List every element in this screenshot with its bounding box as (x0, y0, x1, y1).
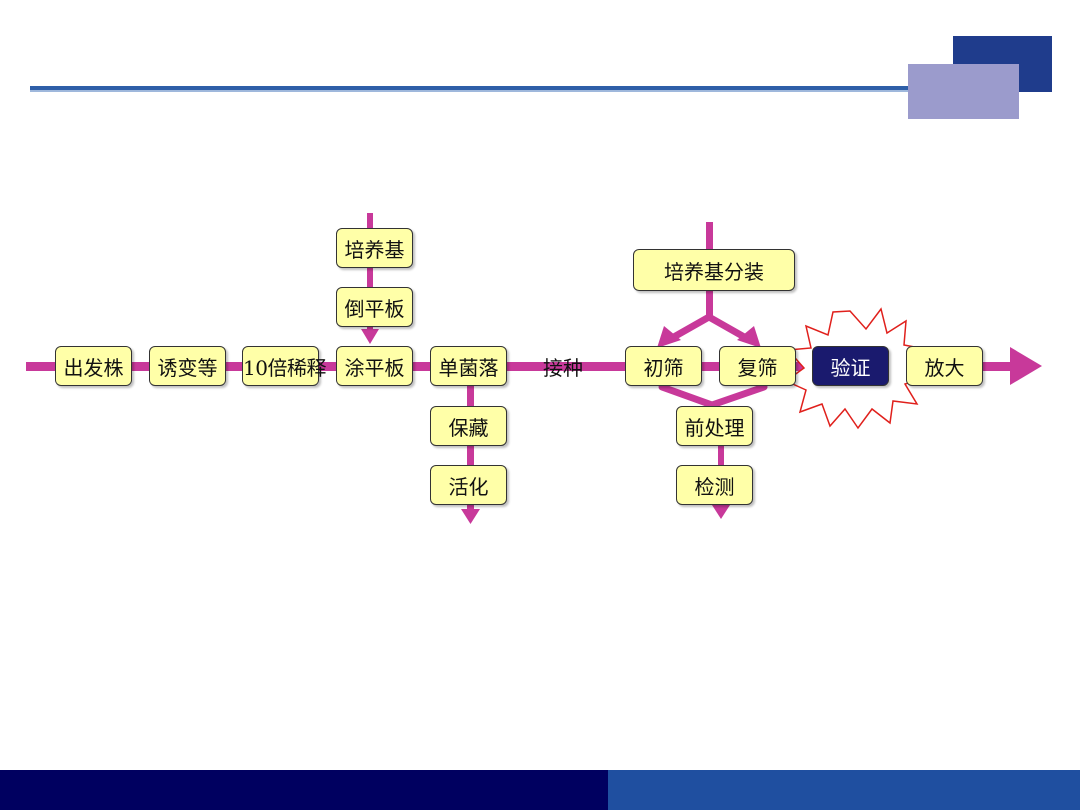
flow-step-secondary-screen: 复筛 (719, 346, 796, 386)
branch-activate: 活化 (430, 465, 507, 505)
footer-bar-dark (0, 770, 608, 810)
split-left-head (657, 326, 681, 348)
branch-medium-dispense: 培养基分装 (633, 249, 795, 291)
flow-step-primary-screen: 初筛 (625, 346, 702, 386)
split-right (705, 313, 750, 342)
inoculate-label: 接种 (543, 356, 583, 380)
flow-step-dilution: 10倍稀释 (242, 346, 326, 386)
branch-preserve: 保藏 (430, 406, 507, 446)
header-line-shadow (30, 90, 1050, 92)
medium-connector (367, 213, 373, 331)
flow-step-single-colony: 单菌落 (430, 346, 507, 386)
colony-arrow-head (461, 509, 480, 524)
main-arrow-shaft (26, 362, 1016, 371)
v-right (708, 383, 768, 409)
corner-block-light (908, 64, 1019, 119)
flow-step-scale-up: 放大 (906, 346, 983, 386)
flow-step-verify: 验证 (812, 346, 889, 386)
dispense-top-connector (706, 222, 713, 250)
header-line (30, 86, 1050, 90)
main-arrow-head (1010, 347, 1042, 385)
v-left (658, 383, 716, 409)
flow-step-start-strain: 出发株 (55, 346, 132, 386)
branch-detection: 检测 (676, 465, 753, 505)
colony-connector (467, 386, 474, 512)
footer-bar-blue (608, 770, 1080, 810)
dispense-stem (706, 290, 713, 318)
medium-arrow-head (361, 329, 379, 344)
branch-pour-plate: 倒平板 (336, 287, 413, 327)
pretreat-arrow-head (712, 505, 730, 519)
flow-step-plating: 涂平板 (336, 346, 413, 386)
branch-pretreatment: 前处理 (676, 406, 753, 446)
branch-medium: 培养基 (336, 228, 413, 268)
split-right-head (737, 326, 761, 348)
split-left (668, 313, 713, 342)
flow-step-mutagenesis: 诱变等 (149, 346, 226, 386)
